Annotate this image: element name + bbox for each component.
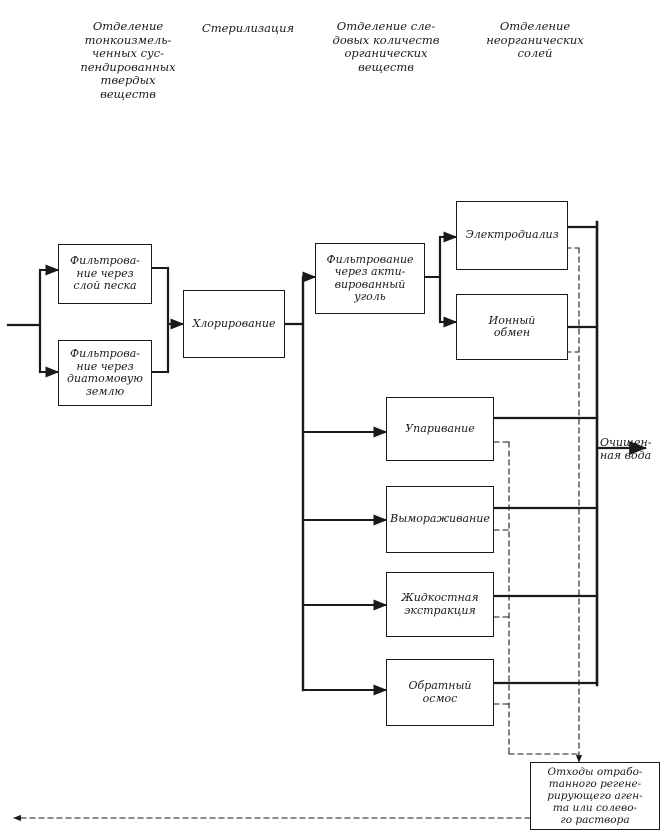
liquid-extraction-box: Жидкостная экстракция [386,572,494,637]
sand-filtration-box: Фильтрова- ние через слой песка [58,244,152,304]
header-sterilization: Стерилизация [201,21,295,35]
electrodialysis-box: Электродиализ [456,201,568,270]
header-trace-organics-separation: Отделение сле- довых количеств органичес… [332,19,440,74]
header-fine-solids-separation: Отделение тонкоизмель- ченных сус- пенди… [80,19,176,101]
diatomaceous-earth-filtration-box: Фильтрова- ние через диатомовую землю [58,340,152,406]
ion-exchange-box: Ионный обмен [456,294,568,360]
freezing-box: Вымораживание [386,486,494,553]
regenerant-waste-box: Отходы отрабо- танного регене- рирующего… [530,762,660,830]
chlorination-box: Хлорирование [183,290,285,358]
reverse-osmosis-box: Обратный осмос [386,659,494,726]
header-inorganic-salts-separation: Отделение неорганических солей [486,19,584,60]
purified-water-label: Очищен- ная вода [600,436,652,462]
activated-carbon-filtration-box: Фильтрование через акти- вированный угол… [315,243,425,314]
evaporation-box: Упаривание [386,397,494,461]
